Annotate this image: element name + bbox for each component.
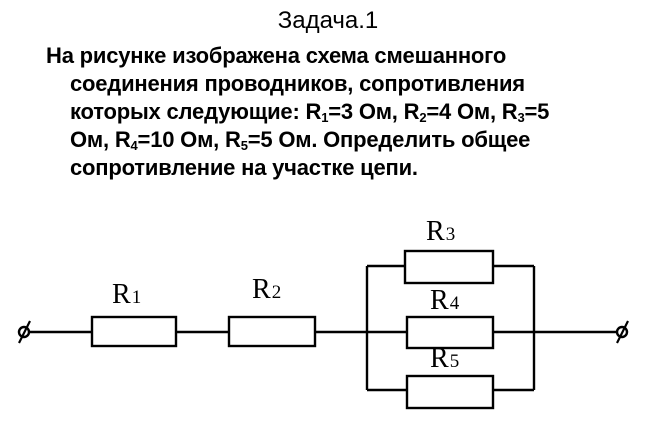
problem-line-2: соединения проводников, сопротивления [70, 71, 525, 96]
label-r4-index: 4 [450, 293, 460, 314]
label-r3-index: 3 [446, 224, 456, 245]
r5-value: =5 Ом. Определить общее [247, 127, 531, 152]
label-r2: R2 [252, 274, 281, 305]
r2-subscript: 2 [419, 110, 427, 125]
label-r3-letter: R [426, 216, 445, 247]
resistor-r5 [405, 374, 495, 410]
r1-value: =3 Ом, [328, 99, 404, 124]
resistor-r4 [405, 315, 495, 350]
right-terminal [615, 320, 629, 344]
right-terminal-slash [616, 320, 629, 344]
resistor-r1 [90, 315, 178, 348]
label-r2-index: 2 [272, 282, 282, 303]
resistor-r2 [227, 315, 317, 348]
problem-line-4-prefix: Ом, [70, 127, 115, 152]
r1-letter: R [305, 99, 322, 124]
problem-line-3: которых следующие: R1=3 Ом, R2=4 Ом, R3=… [46, 98, 646, 126]
r4-subscript: 4 [130, 138, 138, 153]
problem-line-3-prefix: которых следующие: [70, 99, 306, 124]
problem-line-1: На рисунке изображена схема смешанного [46, 43, 507, 68]
label-r5: R5 [430, 343, 459, 374]
r3-subscript: 3 [517, 110, 525, 125]
r1-subscript: 1 [321, 110, 329, 125]
label-r1-index: 1 [132, 287, 142, 308]
label-r4: R4 [430, 285, 460, 316]
r2-letter: R [403, 99, 420, 124]
r4-letter: R [114, 127, 131, 152]
label-r1-letter: R [112, 279, 131, 310]
r5-letter: R [225, 127, 241, 152]
left-terminal [17, 320, 31, 344]
r4-value: =10 Ом, [137, 127, 225, 152]
label-r1: R1 [112, 279, 141, 310]
task-title: Задача.1 [277, 7, 379, 34]
label-r3: R3 [426, 216, 455, 247]
label-r4-letter: R [430, 285, 449, 316]
r3-value: =5 [524, 99, 550, 124]
r2-value: =4 Ом, [426, 99, 502, 124]
r5-subscript: 5 [240, 138, 248, 153]
r3-letter: R [501, 99, 518, 124]
problem-statement: На рисунке изображена схема смешанного с… [46, 42, 646, 182]
label-r5-letter: R [430, 343, 449, 374]
problem-line-5: сопротивление на участке цепи. [70, 155, 418, 180]
left-terminal-slash [18, 320, 31, 344]
resistor-r3 [403, 249, 495, 285]
label-r2-letter: R [252, 274, 271, 305]
label-r5-index: 5 [450, 351, 460, 372]
problem-line-4: Ом, R4=10 Ом, R5=5 Ом. Определить общее [46, 126, 646, 154]
